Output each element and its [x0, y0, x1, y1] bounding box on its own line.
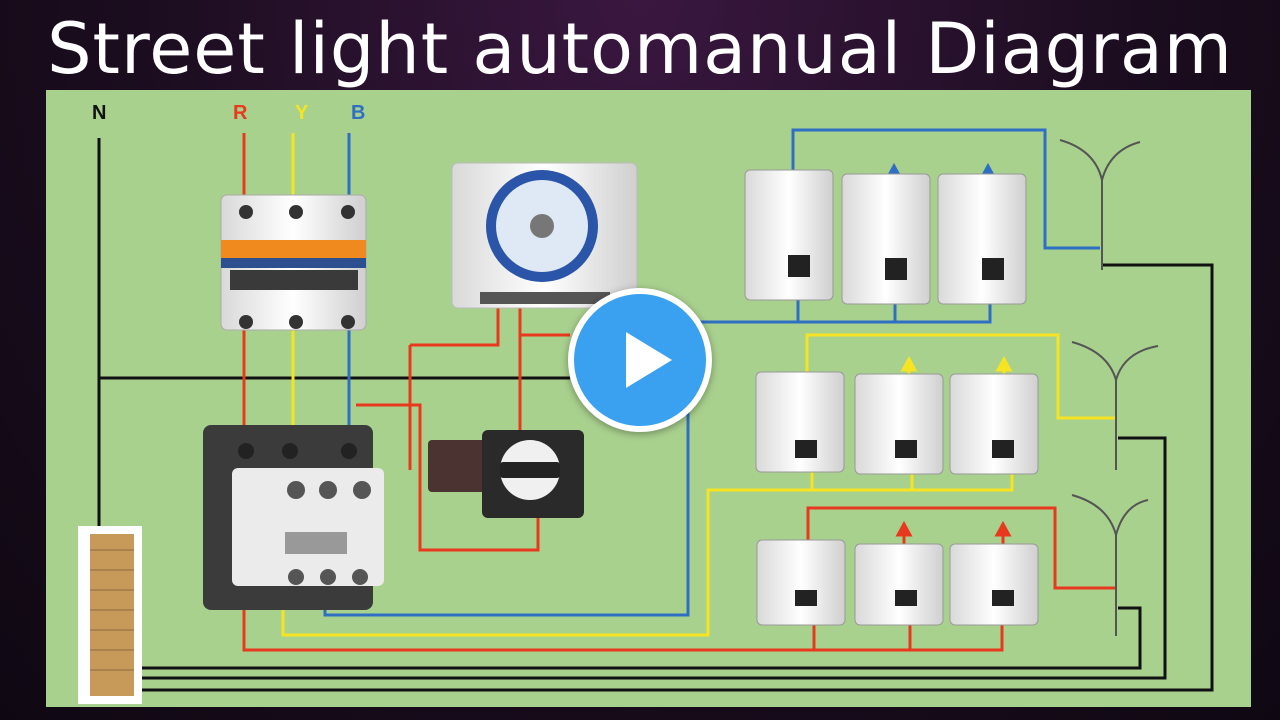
blue-phase-mcbs: [744, 169, 1027, 305]
red-phase-mcbs: [756, 539, 1039, 626]
play-icon: [626, 332, 672, 388]
street-light-1: [1059, 139, 1141, 270]
timer-switch: [451, 162, 638, 309]
yellow-phase-mcbs: [755, 371, 1039, 475]
neutral-label: N: [92, 102, 106, 124]
yellow-wires: [281, 133, 1115, 637]
yellow-phase-label: Y: [295, 102, 309, 124]
contactor: [203, 425, 384, 610]
neutral-wires: [97, 138, 1214, 692]
red-phase-label: R: [233, 102, 248, 124]
neutral-busbar: [78, 526, 142, 704]
blue-wires: [323, 128, 1100, 617]
main-breaker: [220, 194, 367, 331]
street-light-2: [1071, 341, 1159, 470]
play-button[interactable]: [568, 288, 712, 432]
blue-phase-label: B: [351, 102, 365, 124]
selector-switch: [428, 430, 584, 518]
page-title: Street light automanual Diagram: [47, 8, 1233, 90]
street-light-3: [1071, 494, 1149, 636]
